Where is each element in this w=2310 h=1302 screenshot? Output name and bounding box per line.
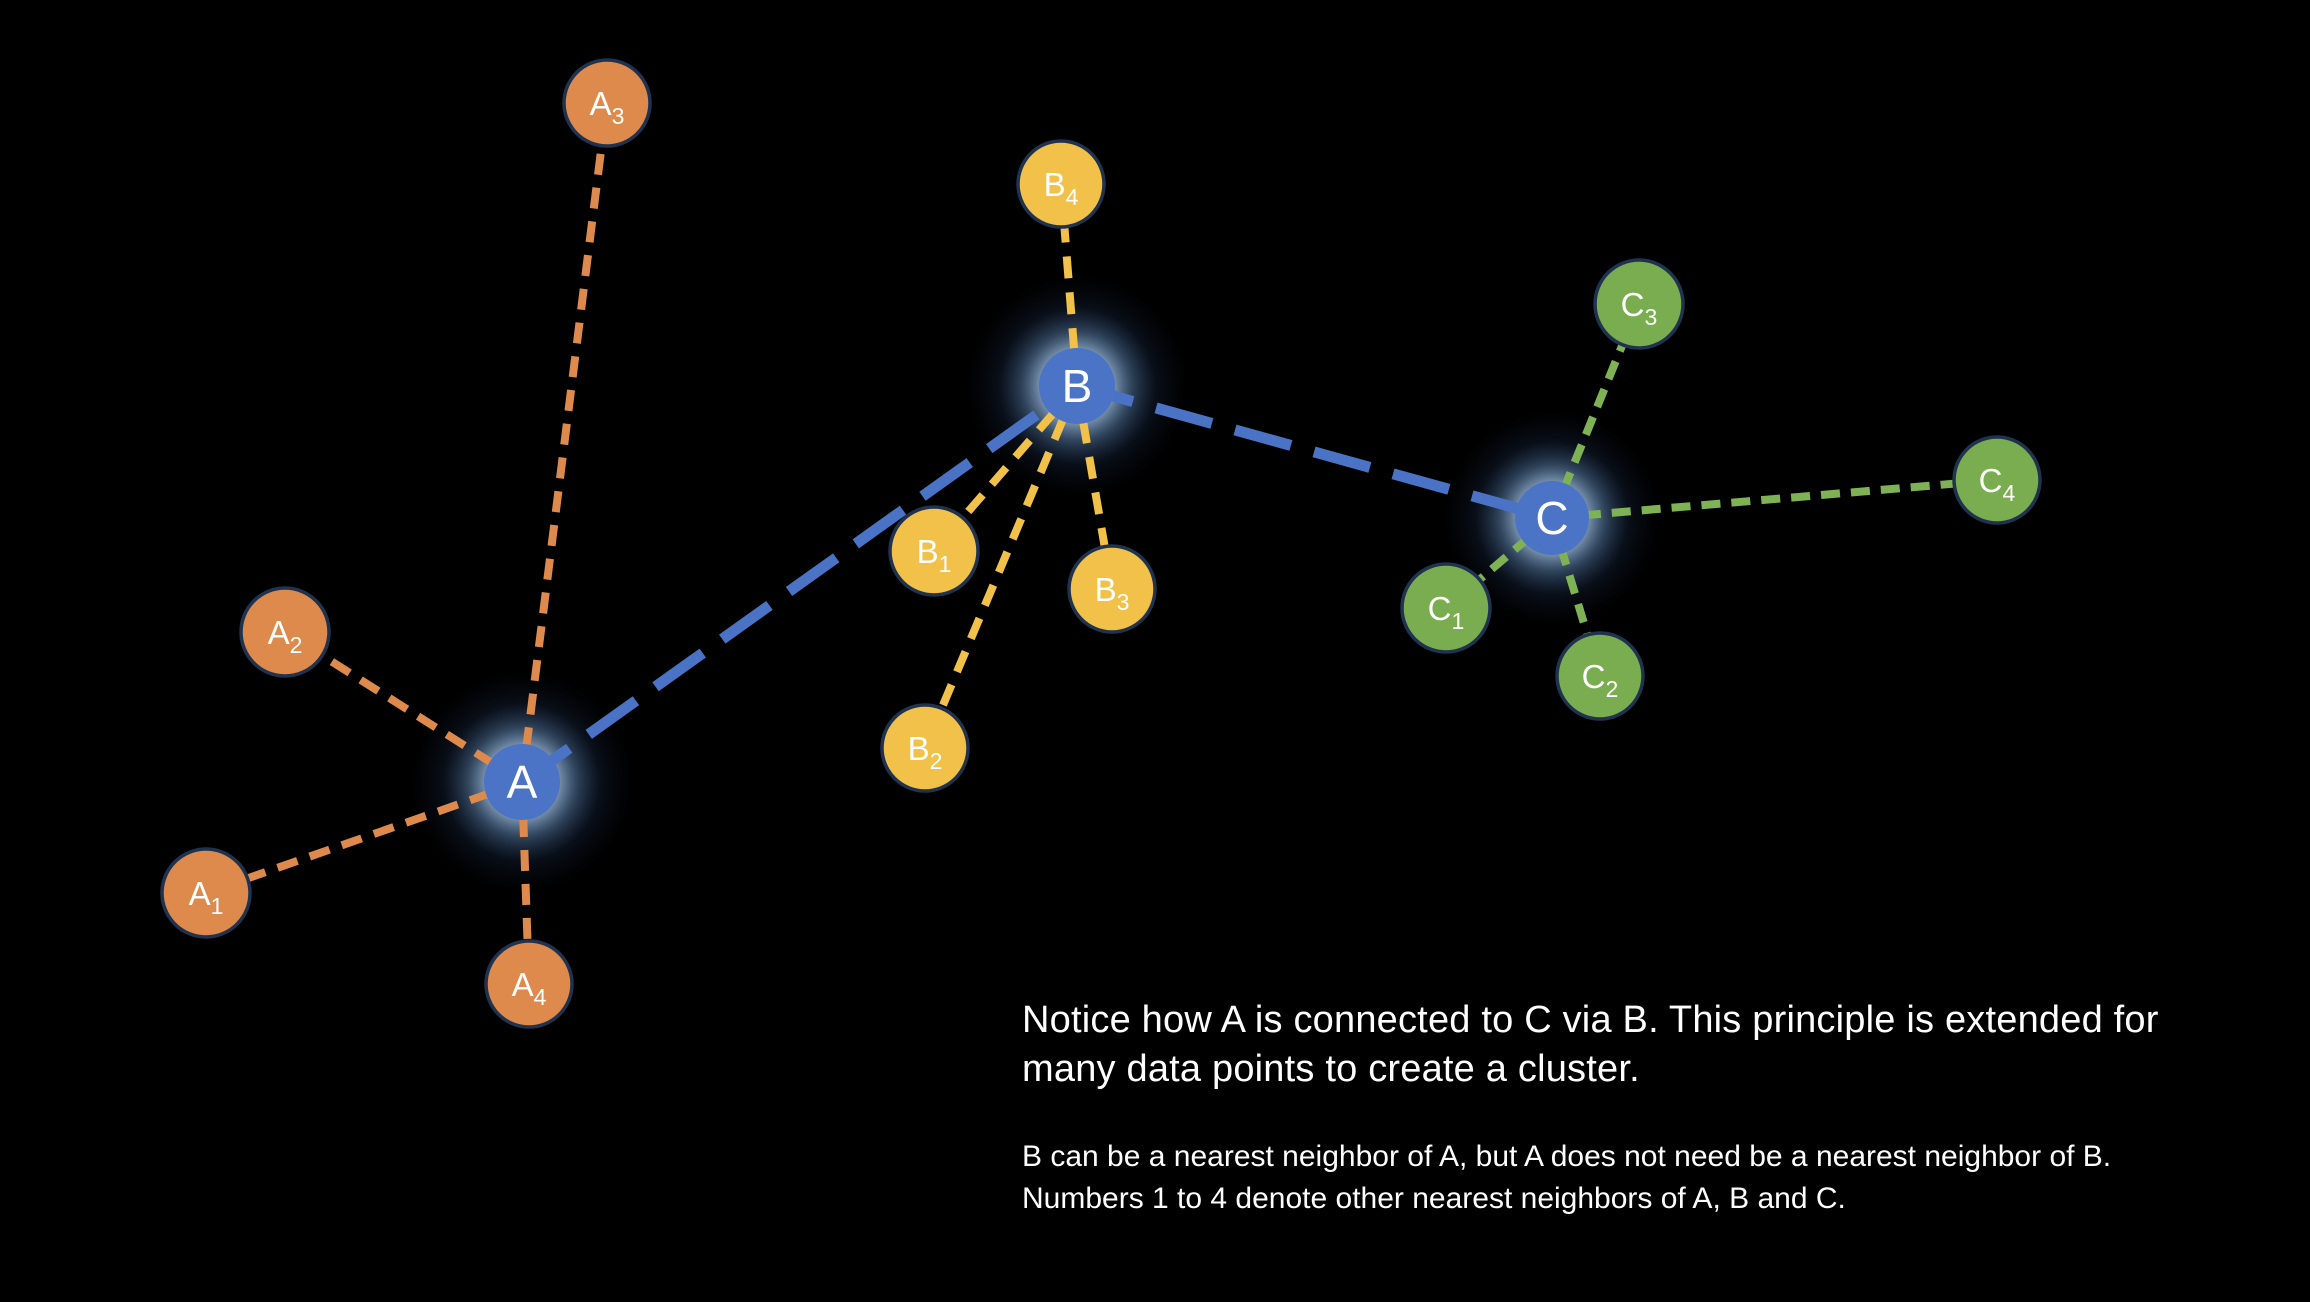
node-C-circle: [1515, 481, 1589, 555]
node-A4: A4: [484, 939, 574, 1029]
node-C3: C3: [1593, 258, 1685, 350]
node-C4: C4: [1952, 435, 2042, 525]
edge-A-A3: [518, 102, 611, 783]
node-B4: B4: [1016, 139, 1106, 229]
node-B2: B2: [880, 703, 970, 793]
node-A3-label: A3: [590, 85, 625, 129]
edge-A-B: [518, 381, 1081, 787]
edge-B-C: [1075, 380, 1554, 524]
node-A-label: A: [507, 756, 538, 808]
node-C: C: [1515, 481, 1589, 555]
node-A1: A1: [160, 847, 252, 939]
node-C1-label: C1: [1428, 590, 1465, 634]
edge-A-A2: [282, 628, 525, 786]
caption-secondary: B can be a nearest neighbor of A, but A …: [1022, 1136, 2111, 1220]
node-C4-circle: [1952, 435, 2042, 525]
node-B1-circle: [888, 505, 980, 597]
node-C-label: C: [1535, 492, 1568, 544]
node-A1-circle: [160, 847, 252, 939]
node-A2: A2: [239, 586, 331, 678]
node-B4-circle: [1016, 139, 1106, 229]
node-B3-label: B3: [1095, 571, 1130, 615]
node-B3-circle: [1067, 544, 1157, 634]
node-A2-circle: [239, 586, 331, 678]
caption-line-2: many data points to create a cluster.: [1022, 1048, 1640, 1090]
edge-C-C4: [1551, 476, 1998, 522]
node-A4-circle: [484, 939, 574, 1029]
edge-A-A1: [204, 778, 524, 897]
node-C1: C1: [1400, 562, 1492, 654]
node-B3: B3: [1067, 544, 1157, 634]
node-A1-label: A1: [189, 875, 224, 919]
node-B-label: B: [1062, 360, 1093, 412]
node-C3-circle: [1593, 258, 1685, 350]
node-A3: A3: [562, 58, 652, 148]
node-A-circle: [484, 744, 560, 820]
node-B4-label: B4: [1044, 166, 1079, 210]
node-B-circle: [1039, 348, 1115, 424]
note-line-2: Numbers 1 to 4 denote other nearest neig…: [1022, 1182, 1846, 1215]
edge-B-B2: [921, 384, 1081, 750]
node-C1-circle: [1400, 562, 1492, 654]
node-B2-label: B2: [908, 730, 943, 774]
node-B: B: [1039, 348, 1115, 424]
edges: [204, 102, 1998, 985]
node-C4-label: C4: [1979, 462, 2016, 506]
node-C2-label: C2: [1582, 658, 1619, 702]
node-A2-label: A2: [268, 614, 303, 658]
caption-line-1: Notice how A is connected to C via B. Th…: [1022, 999, 2159, 1041]
caption-primary: Notice how A is connected to C via B. Th…: [1022, 996, 2159, 1094]
note-line-1: B can be a nearest neighbor of A, but A …: [1022, 1140, 2112, 1173]
node-C2: C2: [1555, 631, 1645, 721]
node-B1-label: B1: [917, 533, 952, 577]
node-C3-label: C3: [1621, 286, 1658, 330]
node-A: A: [484, 744, 560, 820]
node-A3-circle: [562, 58, 652, 148]
node-C2-circle: [1555, 631, 1645, 721]
node-B1: B1: [888, 505, 980, 597]
node-A4-label: A4: [512, 966, 547, 1010]
node-B2-circle: [880, 703, 970, 793]
edge-C-C1: [1443, 514, 1555, 612]
